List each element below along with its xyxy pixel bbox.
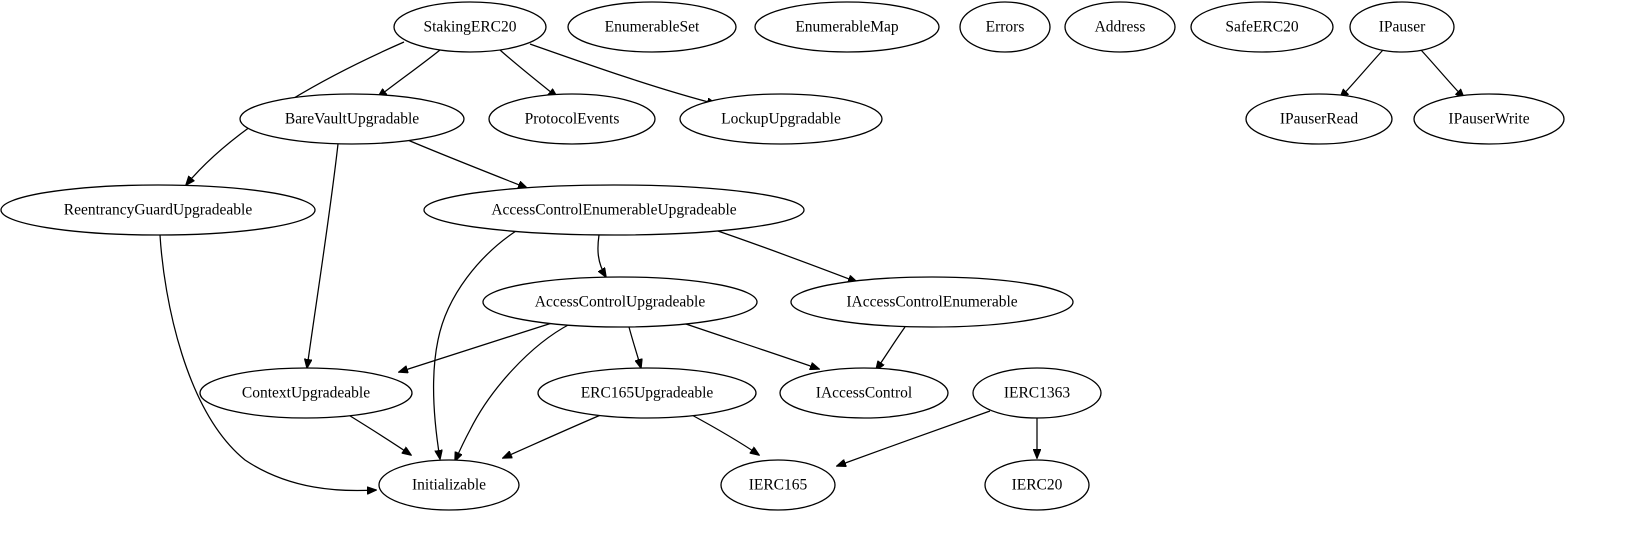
graph-node-ProtocolEvents[interactable]: ProtocolEvents	[488, 93, 656, 145]
graph-edge	[402, 137, 527, 188]
node-ellipse[interactable]	[790, 276, 1074, 328]
graph-node-Initializable[interactable]: Initializable	[378, 459, 520, 511]
graph-node-StakingERC20[interactable]: StakingERC20	[393, 1, 547, 53]
node-label: EnumerableSet	[605, 19, 700, 36]
node-ellipse[interactable]	[423, 184, 805, 236]
graph-node-ContextUpgradeable[interactable]: ContextUpgradeable	[199, 367, 413, 419]
node-label: IPauserRead	[1280, 111, 1359, 128]
graph-edge	[529, 43, 716, 104]
graph-node-IERC20[interactable]: IERC20	[984, 459, 1090, 511]
node-label: LockupUpgradable	[721, 111, 841, 128]
node-ellipse[interactable]	[199, 367, 413, 419]
node-label: SafeERC20	[1225, 19, 1298, 36]
graph-node-AccessControlEnumerableUpgradeable[interactable]: AccessControlEnumerableUpgradeable	[423, 184, 805, 236]
node-label: IAccessControl	[816, 385, 912, 402]
node-label: Initializable	[412, 477, 486, 494]
graph-node-IERC1363[interactable]: IERC1363	[972, 367, 1102, 419]
graph-node-BareVaultUpgradable[interactable]: BareVaultUpgradable	[239, 93, 465, 145]
node-ellipse[interactable]	[720, 459, 836, 511]
node-label: Address	[1095, 19, 1146, 36]
graph-node-IPauserWrite[interactable]: IPauserWrite	[1413, 93, 1565, 145]
node-label: AccessControlUpgradeable	[535, 294, 706, 311]
node-ellipse[interactable]	[679, 93, 883, 145]
node-ellipse[interactable]	[779, 367, 949, 419]
graph-edge	[399, 322, 553, 372]
node-ellipse[interactable]	[1349, 1, 1455, 53]
node-label: AccessControlEnumerableUpgradeable	[491, 202, 736, 219]
graph-edge	[837, 410, 991, 466]
node-ellipse[interactable]	[1413, 93, 1565, 145]
node-label: IAccessControlEnumerable	[846, 294, 1017, 311]
graph-node-IAccessControl[interactable]: IAccessControl	[779, 367, 949, 419]
node-label: IPauser	[1379, 19, 1426, 36]
node-ellipse[interactable]	[0, 184, 316, 236]
node-ellipse[interactable]	[984, 459, 1090, 511]
node-label: IERC1363	[1004, 385, 1071, 402]
graph-edge	[346, 413, 411, 455]
graph-node-IPauserRead[interactable]: IPauserRead	[1245, 93, 1393, 145]
node-label: ERC165Upgradeable	[581, 385, 714, 402]
node-label: BareVaultUpgradable	[285, 111, 419, 128]
node-ellipse[interactable]	[1190, 1, 1334, 53]
graph-edge	[307, 143, 339, 368]
node-ellipse[interactable]	[567, 1, 737, 53]
graph-node-Errors[interactable]: Errors	[959, 1, 1051, 53]
node-label: ContextUpgradeable	[242, 385, 370, 402]
graph-node-LockupUpgradable[interactable]: LockupUpgradable	[679, 93, 883, 145]
graph-edge	[597, 234, 606, 277]
graph-edge	[711, 228, 857, 282]
node-label: IPauserWrite	[1448, 111, 1529, 128]
graph-edge	[689, 413, 759, 455]
graph-edge	[378, 49, 441, 97]
node-ellipse[interactable]	[972, 367, 1102, 419]
graph-edge	[1420, 49, 1464, 98]
node-ellipse[interactable]	[959, 1, 1051, 53]
node-ellipse[interactable]	[239, 93, 465, 145]
graph-node-AccessControlUpgradeable[interactable]: AccessControlUpgradeable	[482, 276, 758, 328]
graph-edge	[159, 234, 376, 491]
edge-layer	[159, 41, 1464, 491]
node-label: ReentrancyGuardUpgradeable	[64, 202, 253, 219]
node-ellipse[interactable]	[1064, 1, 1176, 53]
node-ellipse[interactable]	[488, 93, 656, 145]
graph-edge	[455, 323, 571, 461]
graph-edge	[679, 321, 819, 369]
node-ellipse[interactable]	[1245, 93, 1393, 145]
graph-edge	[876, 326, 906, 370]
graph-node-SafeERC20[interactable]: SafeERC20	[1190, 1, 1334, 53]
node-label: IERC165	[749, 477, 808, 494]
node-label: EnumerableMap	[795, 19, 899, 36]
node-label: IERC20	[1012, 477, 1063, 494]
graph-edge	[503, 413, 604, 458]
node-label: Errors	[986, 19, 1025, 36]
graph-node-EnumerableMap[interactable]: EnumerableMap	[754, 1, 940, 53]
graph-edge	[628, 326, 641, 368]
node-label: StakingERC20	[423, 19, 516, 36]
graph-edge	[1340, 49, 1384, 98]
graph-node-Address[interactable]: Address	[1064, 1, 1176, 53]
graph-node-ReentrancyGuardUpgradeable[interactable]: ReentrancyGuardUpgradeable	[0, 184, 316, 236]
graph-node-ERC165Upgradeable[interactable]: ERC165Upgradeable	[537, 367, 757, 419]
node-ellipse[interactable]	[754, 1, 940, 53]
node-label: ProtocolEvents	[525, 111, 620, 128]
node-ellipse[interactable]	[393, 1, 547, 53]
node-layer: StakingERC20 EnumerableSet EnumerableMap Er…	[0, 1, 1565, 511]
graph-edge	[432, 230, 517, 459]
node-ellipse[interactable]	[537, 367, 757, 419]
graph-node-EnumerableSet[interactable]: EnumerableSet	[567, 1, 737, 53]
node-ellipse[interactable]	[378, 459, 520, 511]
graph-node-IAccessControlEnumerable[interactable]: IAccessControlEnumerable	[790, 276, 1074, 328]
graph-node-IPauser[interactable]: IPauser	[1349, 1, 1455, 53]
graph-edge	[499, 49, 557, 97]
node-ellipse[interactable]	[482, 276, 758, 328]
graph-node-IERC165[interactable]: IERC165	[720, 459, 836, 511]
